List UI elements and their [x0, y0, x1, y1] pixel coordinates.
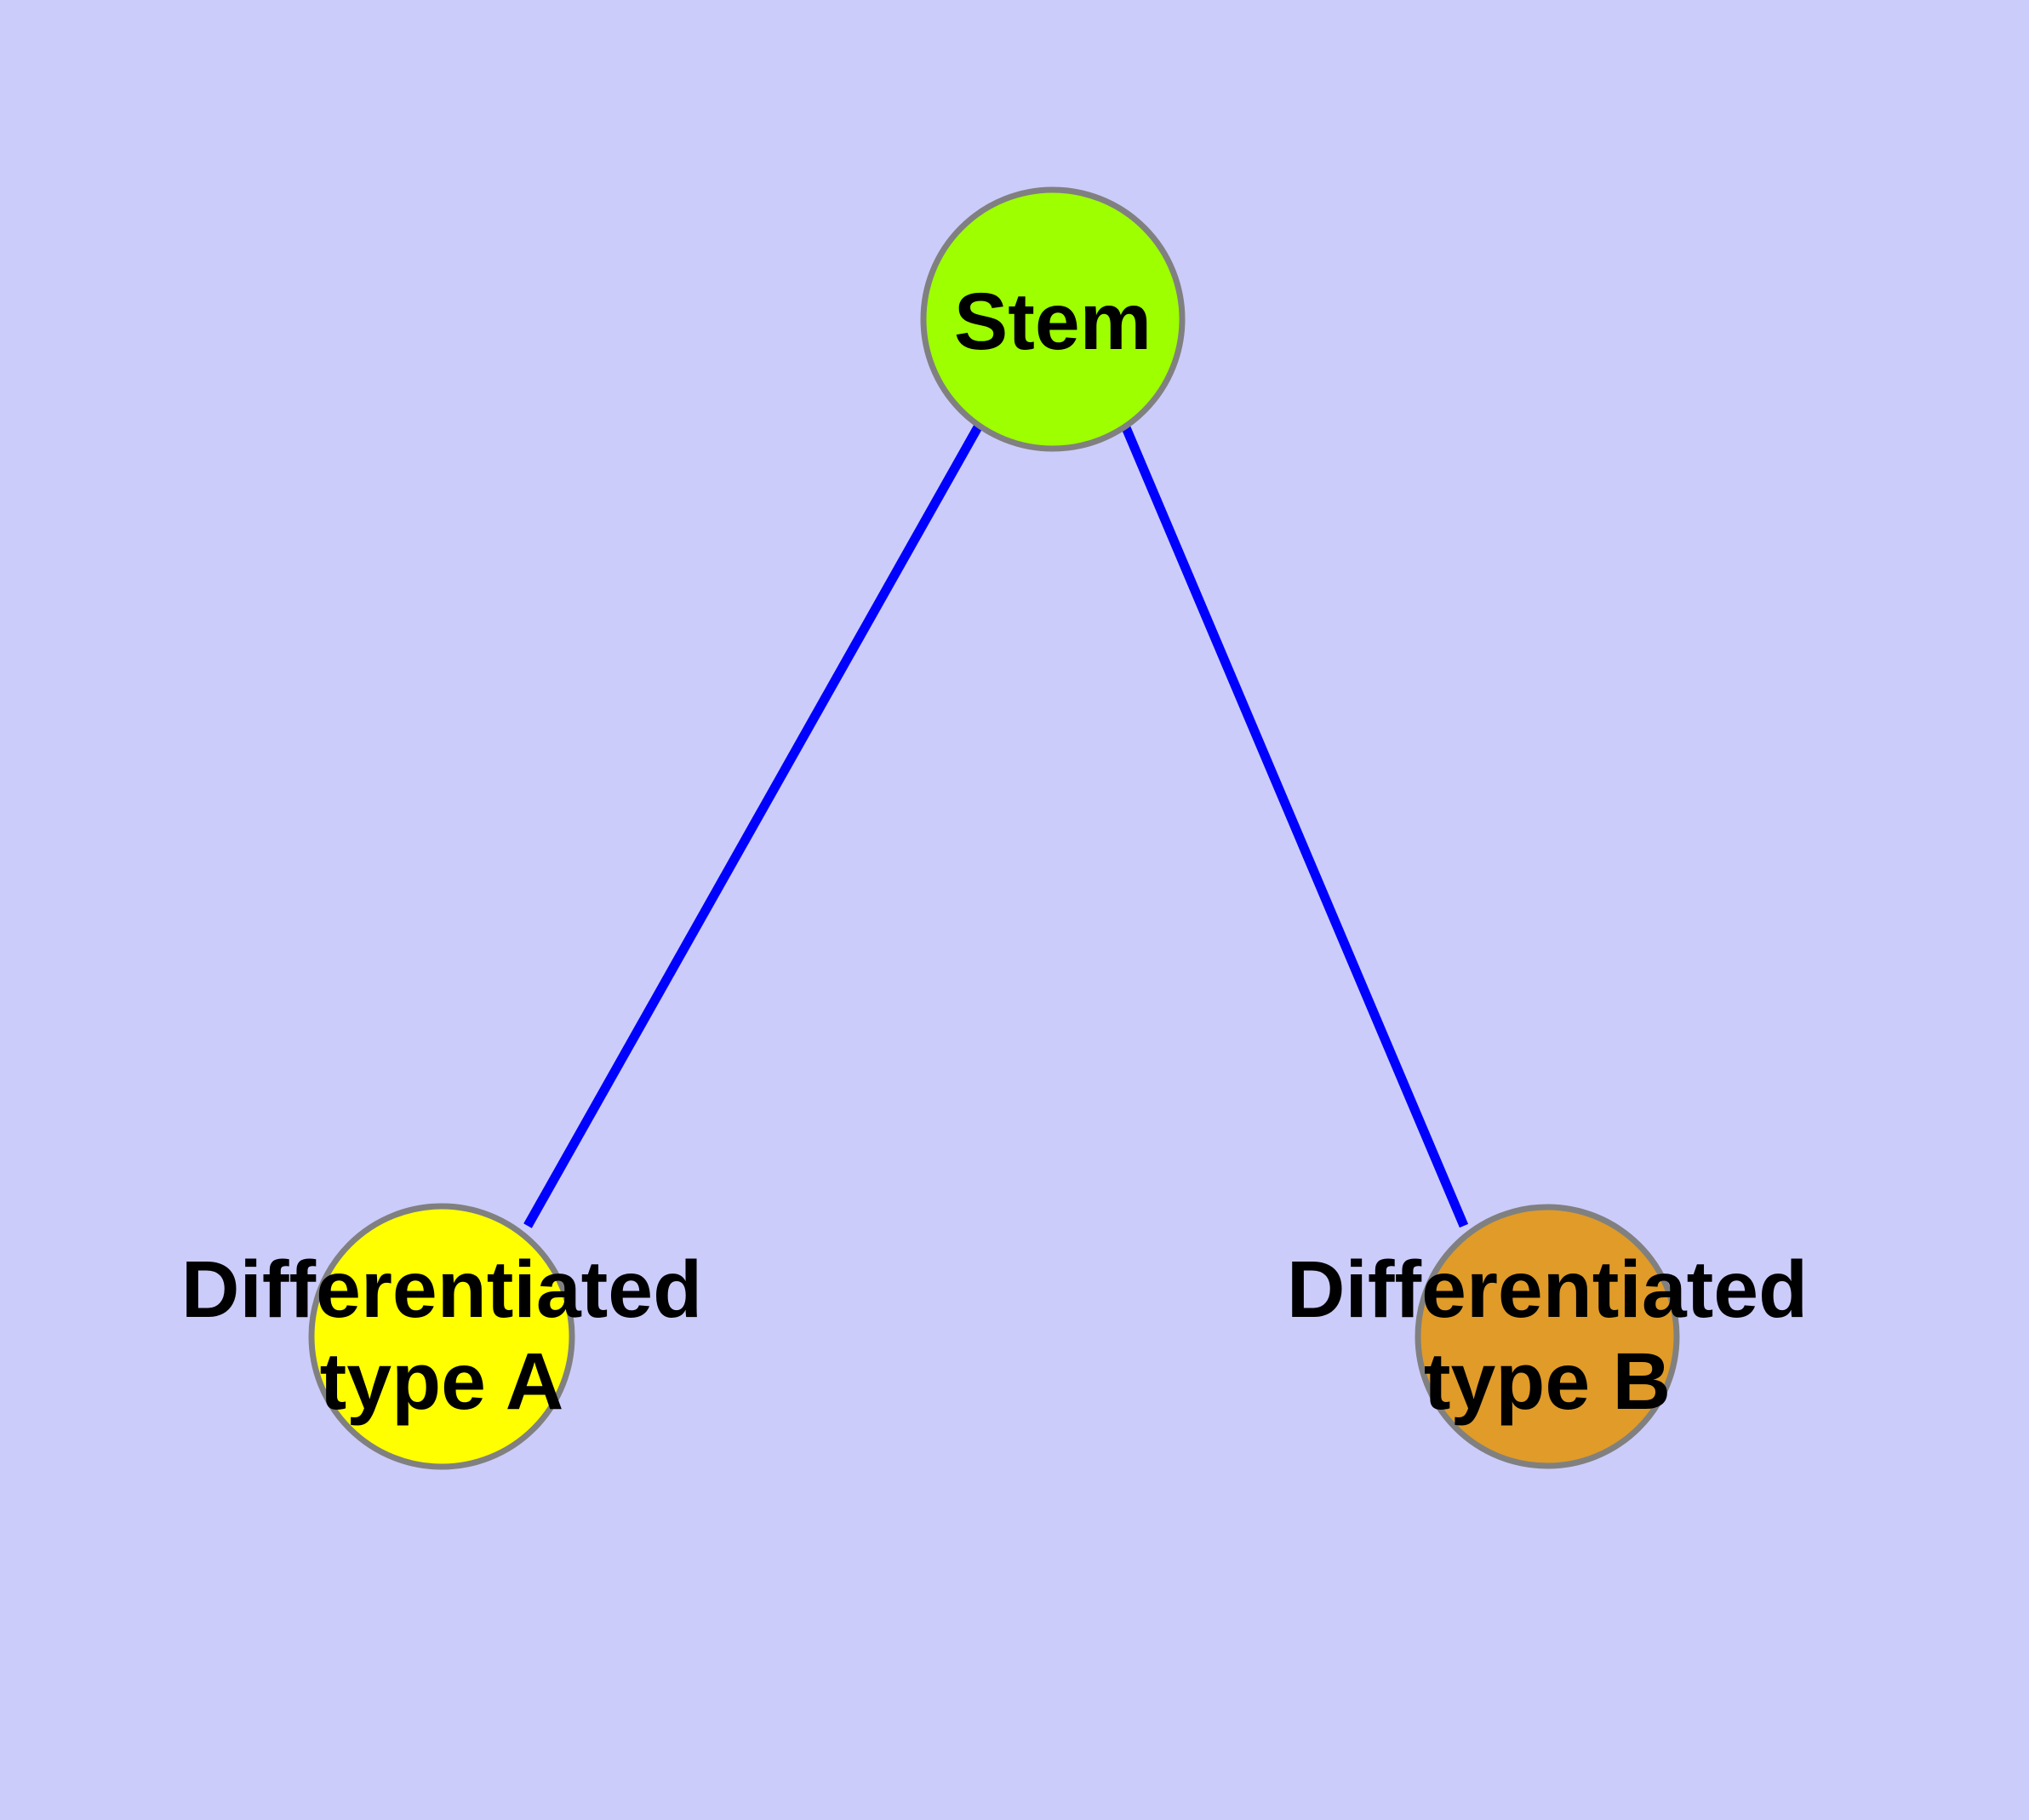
- node-differentiated-type-a-label-line-1: Differentiated: [181, 1245, 702, 1335]
- node-differentiated-type-a-circle[interactable]: [308, 1203, 575, 1470]
- node-differentiated-type-b-label-line-2: type B: [1424, 1336, 1671, 1427]
- node-stem-circle[interactable]: [920, 186, 1186, 452]
- node-differentiated-type-b[interactable]: Differentiated type B: [1287, 1204, 1808, 1469]
- edge-stem-to-type-a[interactable]: [523, 423, 983, 1228]
- node-differentiated-type-b-circle[interactable]: [1415, 1204, 1680, 1469]
- node-differentiated-type-a[interactable]: Differentiated type A: [181, 1203, 702, 1470]
- edge-stem-to-type-b[interactable]: [1120, 423, 1469, 1228]
- node-stem-label: Stem: [954, 277, 1152, 367]
- edge-layer: [523, 423, 1469, 1228]
- node-differentiated-type-a-label-line-2: type A: [320, 1336, 564, 1427]
- node-differentiated-type-b-label-line-1: Differentiated: [1287, 1245, 1808, 1335]
- node-stem[interactable]: Stem: [920, 186, 1186, 452]
